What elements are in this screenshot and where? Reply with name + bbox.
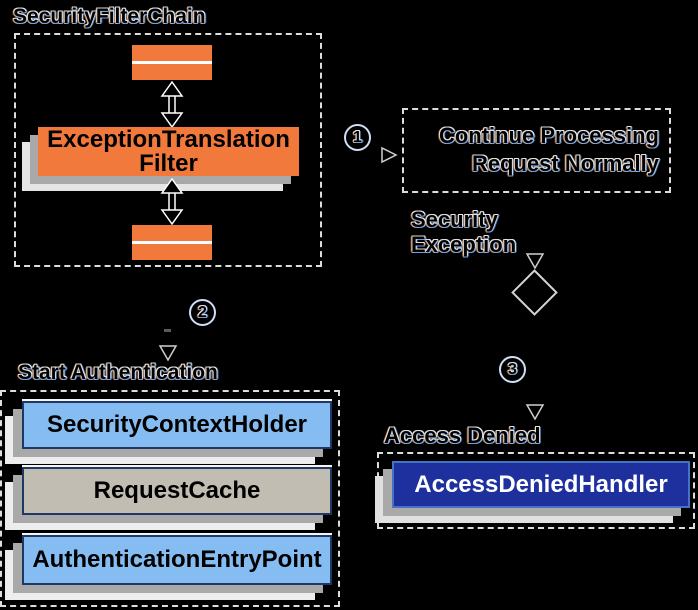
filter-stack-top-icon [132,45,212,80]
arrow-down-icon [525,404,545,421]
filter-bar-divider [132,241,212,244]
start-authentication-title: Start Authentication [18,361,218,384]
access-denied-box: AccessDeniedHandler [377,452,695,529]
continue-processing-box: Continue Processing Request Normally [402,108,671,193]
authentication-entry-point-card: AuthenticationEntryPoint [22,535,332,585]
filter-stack-bottom-icon [132,225,212,260]
exception-translation-filter-box: ExceptionTranslation Filter [38,127,299,176]
step-2-number: 2 [198,303,207,321]
access-denied-handler-card: AccessDeniedHandler [392,461,690,508]
step-3-badge: 3 [499,356,526,383]
request-cache-card: RequestCache [22,467,332,515]
arrow-down-icon [158,345,178,362]
filter-bar-icon [132,225,212,241]
arrow-right-icon [381,146,398,164]
security-context-holder-card: SecurityContextHolder [22,401,332,449]
connector-dash [164,329,171,332]
step-1-badge: 1 [344,124,371,151]
security-exception-line1: Security [411,207,498,232]
step-3-number: 3 [508,360,517,378]
continue-line2: Request Normally [471,151,659,176]
filter-label-line2: Filter [139,149,198,177]
filter-bar-icon [132,45,212,61]
filter-label-line1: ExceptionTranslation [47,125,290,153]
step-1-number: 1 [353,128,362,146]
security-exception-label: Security Exception [411,207,516,257]
security-filter-chain-title: SecurityFilterChain [13,5,206,28]
filter-bar-divider [132,61,212,64]
filter-bar-icon [132,244,212,260]
filter-bar-icon [132,64,212,80]
start-authentication-box: SecurityContextHolder RequestCache Authe… [0,390,340,607]
continue-line1: Continue Processing [438,123,659,148]
security-filter-chain-box: ExceptionTranslation Filter [14,33,322,267]
double-arrow-icon [160,81,184,128]
step-2-badge: 2 [189,299,216,326]
decision-diamond-icon [511,269,558,316]
double-arrow-icon [160,178,184,225]
security-exception-line2: Exception [411,232,517,257]
arrow-down-icon [525,253,545,270]
access-denied-title: Access Denied [384,423,541,448]
